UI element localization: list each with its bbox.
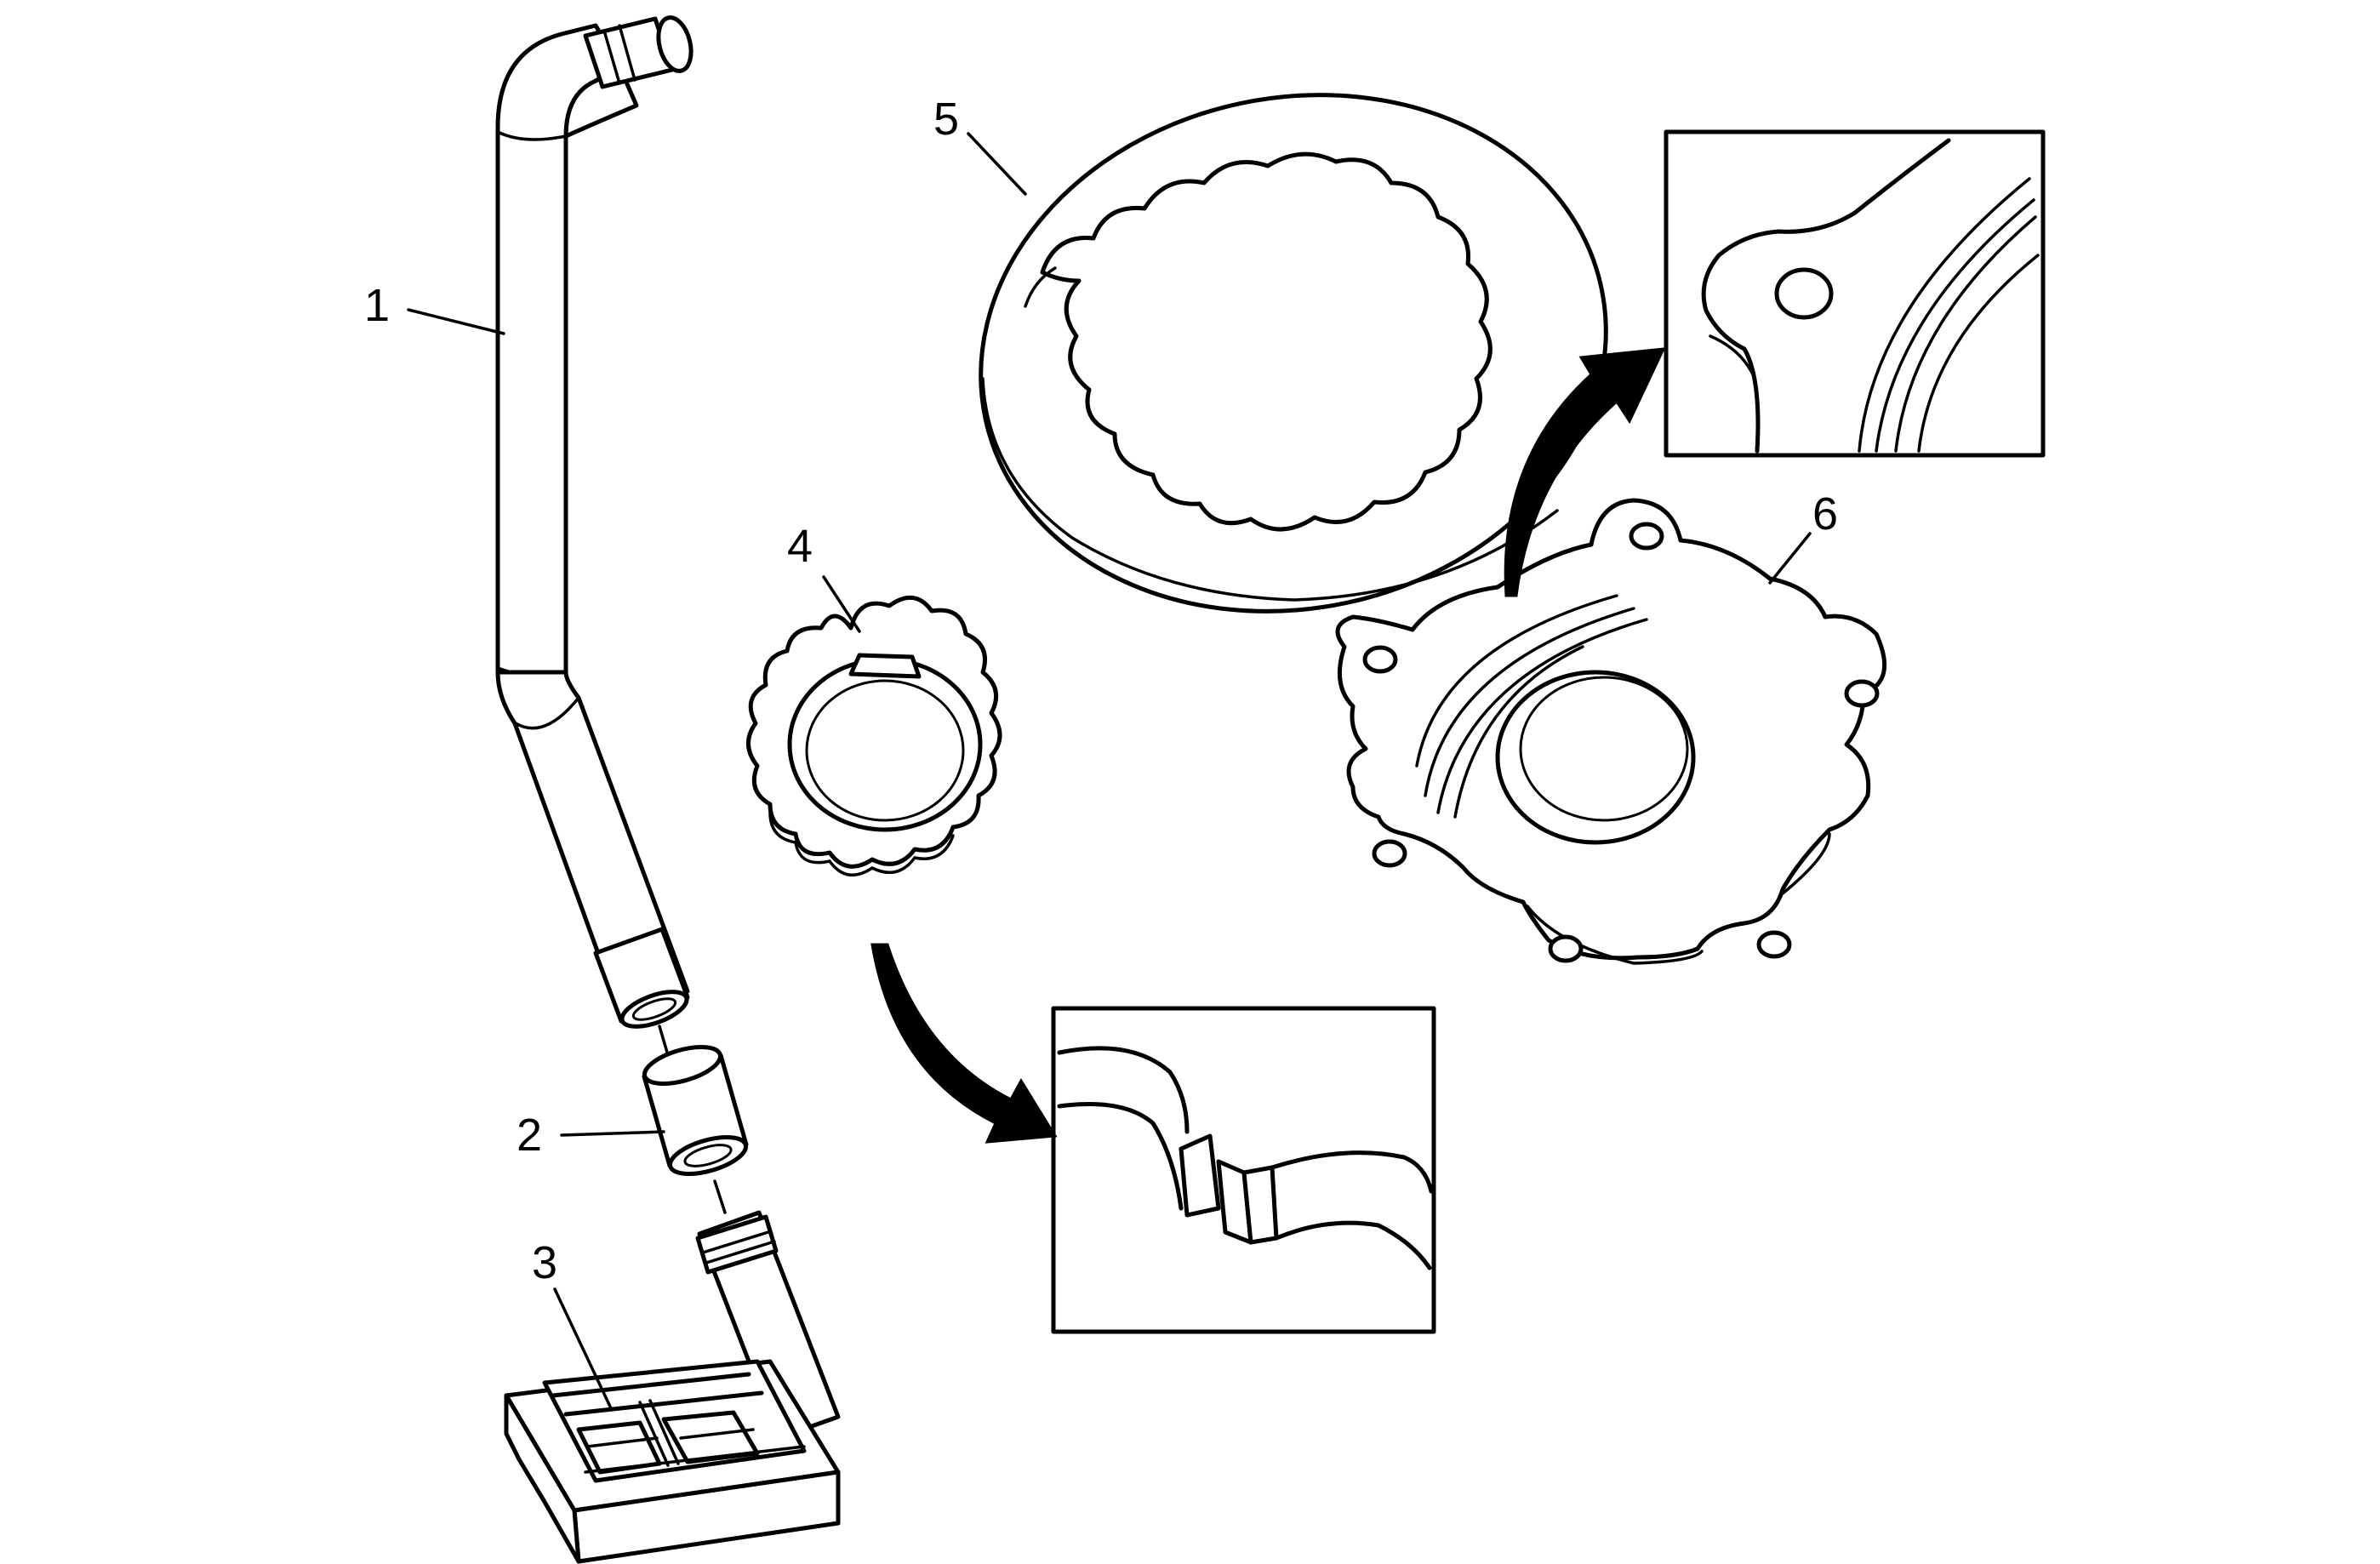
outer-gear xyxy=(979,93,1608,614)
pickup-screen xyxy=(504,1210,841,1564)
callout-3: 3 xyxy=(532,1237,557,1288)
callout-1: 1 xyxy=(364,280,390,331)
arrow-to-detail-inner-gear xyxy=(870,943,1058,1144)
coupling-sleeve xyxy=(642,1045,749,1176)
leader-line-6 xyxy=(1768,532,1812,585)
callout-2: 2 xyxy=(517,1110,542,1161)
detail-view-inner-gear xyxy=(1051,1006,1436,1334)
detail-view-pump-cover xyxy=(1664,129,2046,458)
explode-line xyxy=(713,1179,727,1214)
inner-gear xyxy=(746,595,1002,876)
leader-line-5 xyxy=(967,132,1027,196)
callout-4: 4 xyxy=(787,521,813,572)
leader-line-2 xyxy=(560,1130,665,1137)
leader-line-1 xyxy=(407,308,505,335)
pump-cover xyxy=(1335,498,1887,965)
explode-line xyxy=(658,1025,670,1057)
callout-5: 5 xyxy=(933,94,959,145)
arrow-to-detail-pump-cover xyxy=(1504,347,1666,597)
pickup-tube xyxy=(495,15,693,1029)
leader-line-4 xyxy=(822,575,861,633)
leader-line-3 xyxy=(553,1287,613,1410)
callout-6: 6 xyxy=(1812,488,1838,539)
